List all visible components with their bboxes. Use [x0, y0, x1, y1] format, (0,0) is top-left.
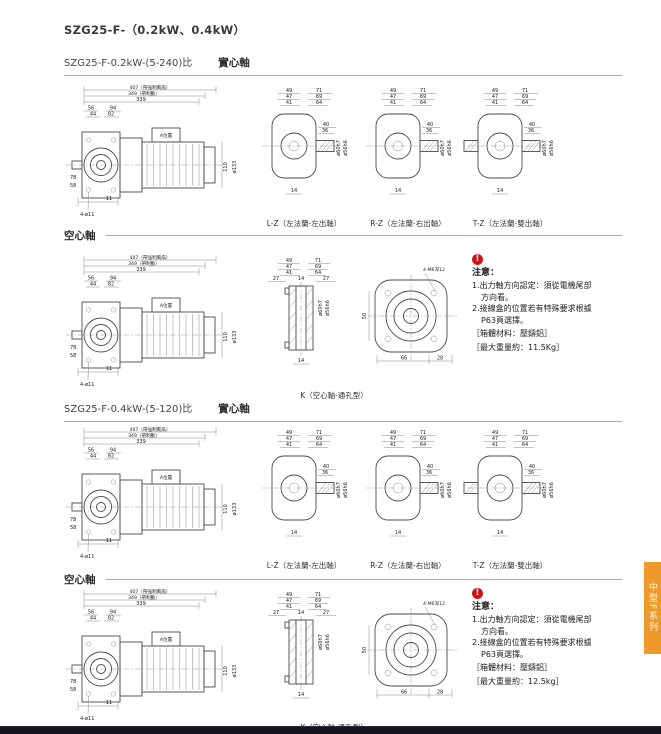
solid-shaft-label: 實心軸	[218, 403, 250, 415]
view-lz-label: L-Z（左法蘭-左出軸）	[266, 219, 342, 228]
warning-glyph: !	[475, 254, 480, 264]
footer-bar	[0, 726, 661, 734]
view-rz-label: R-Z（左法蘭-右出軸）	[370, 219, 446, 228]
hollow-section-drawing	[260, 590, 350, 708]
note-line: 2.接線盒的位置若有特殊要求根據	[472, 638, 592, 648]
solid-shaft-row-0_2kw: L-Z（左法蘭-左出軸） R-Z（左法蘭-右出軸） T-Z（左法蘭-雙出軸）	[64, 72, 624, 228]
view-k-drawing	[359, 598, 479, 703]
series-side-tab[interactable]: 中型F系列	[644, 562, 661, 654]
view-lz-drawing	[256, 86, 351, 204]
view-lz-label: L-Z（左法蘭-左出軸）	[266, 561, 342, 570]
hollow-shaft-row-0_4kw: K（空心軸-通孔型） ! 注意： 1.出力軸方向認定：須從電機尾部 方向看。 2…	[64, 582, 624, 732]
hollow-shaft-row-0_2kw: K（空心軸-通孔型） ! 注意： 1.出力軸方向認定：須從電機尾部 方向看。 2…	[64, 244, 624, 400]
notes-block: ! 注意： 1.出力軸方向認定：須從電機尾部 方向看。 2.接線盒的位置若有特殊…	[472, 254, 624, 354]
view-rz-drawing	[360, 86, 455, 204]
gearmotor-side-drawing	[64, 252, 254, 392]
section-header-0_2kw: SZG25-F-0.2kW-(5-240)比 實心軸	[64, 54, 622, 76]
warning-icon: !	[472, 588, 483, 599]
note-line: P63頁選擇。	[481, 315, 529, 325]
note-line: 方向看。	[481, 292, 513, 302]
view-k-drawing	[359, 264, 479, 369]
view-tz-label: T-Z（左法蘭-雙出軸）	[472, 219, 548, 228]
note-line: 2.接線盒的位置若有特殊要求根據	[472, 304, 592, 314]
view-tz-label: T-Z（左法蘭-雙出軸）	[472, 561, 548, 570]
warning-icon: !	[472, 254, 483, 265]
note-line: 1.出力軸方向認定：須從電機尾部	[472, 615, 592, 625]
gearmotor-side-drawing	[64, 586, 254, 726]
view-lz-drawing	[256, 428, 351, 546]
notes-block: ! 注意： 1.出力軸方向認定：須從電機尾部 方向看。 2.接線盒的位置若有特殊…	[472, 588, 624, 688]
view-tz-drawing	[462, 86, 557, 204]
page-title: SZG25-F-（0.2kW、0.4kW）	[64, 23, 246, 37]
hollow-shaft-label: 空心軸	[64, 230, 96, 242]
view-rz-label: R-Z（左法蘭-右出軸）	[370, 561, 446, 570]
note-line: 方向看。	[481, 626, 513, 636]
notes-title: 注意：	[472, 268, 500, 278]
gearmotor-side-drawing	[64, 82, 254, 222]
note-line: 1.出力軸方向認定：須從電機尾部	[472, 281, 592, 291]
view-k-label: K（空心軸-通孔型）	[300, 391, 368, 400]
header-rule	[105, 235, 622, 236]
view-tz-drawing	[462, 428, 557, 546]
warning-glyph: !	[475, 588, 480, 598]
view-rz-drawing	[360, 428, 455, 546]
model-spec-label: SZG25-F-0.2kW-(5-240)比	[64, 58, 193, 69]
model-spec-label: SZG25-F-0.4kW-(5-120)比	[64, 404, 193, 415]
solid-shaft-label: 實心軸	[218, 57, 250, 69]
weight-note: ［最大重量約：11.5Kg］	[472, 343, 565, 353]
material-note: ［箱體材料：壓鑄鋁］	[472, 329, 552, 339]
note-line: P63頁選擇。	[481, 649, 529, 659]
gearmotor-side-drawing	[64, 424, 254, 564]
material-note: ［箱體材料：壓鑄鋁］	[472, 663, 552, 673]
hollow-shaft-label: 空心軸	[64, 574, 96, 586]
section-header-0_4kw: SZG25-F-0.4kW-(5-120)比 實心軸	[64, 400, 622, 422]
header-rule	[105, 579, 622, 580]
hollow-shaft-header-0_2kw: 空心軸	[64, 228, 622, 243]
series-side-tab-label: 中型F系列	[647, 582, 657, 634]
hollow-section-drawing	[260, 256, 350, 374]
hollow-shaft-header-0_4kw: 空心軸	[64, 572, 622, 587]
notes-title: 注意：	[472, 602, 500, 612]
weight-note: ［最大重量約：12.5kg］	[472, 677, 564, 687]
solid-shaft-row-0_4kw: L-Z（左法蘭-左出軸） R-Z（左法蘭-右出軸） T-Z（左法蘭-雙出軸）	[64, 414, 624, 570]
